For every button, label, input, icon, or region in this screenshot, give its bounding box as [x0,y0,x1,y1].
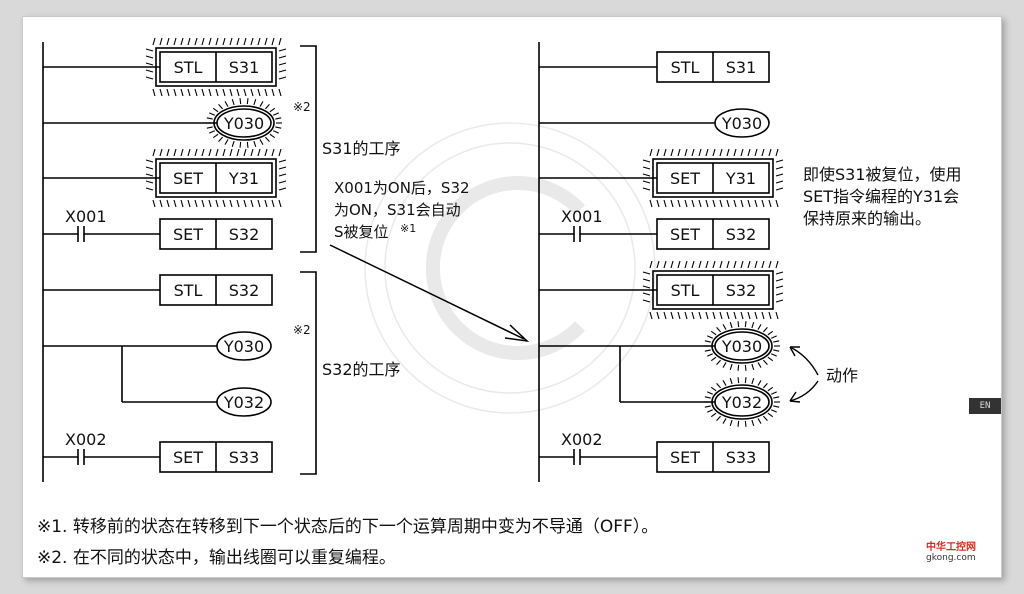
transition-arrow [329,244,530,343]
right-note-line1: 即使S31被复位，使用 [803,165,962,184]
highlight-rays [642,260,784,320]
instruction-name: SET [173,225,203,244]
arrow-annotation-line1: X001为ON后，S32 [334,179,470,197]
rung-6: Y030 [539,321,780,371]
instruction-name: STL [671,58,700,77]
rung-5: STL S32 [43,274,273,306]
output-coil [714,108,770,138]
rung-7: Y032 [121,346,272,417]
coil-label: Y030 [223,114,264,133]
coil-note: ※2 [293,323,311,337]
action-label: 动作 [826,366,858,385]
coil-label: Y030 [721,114,762,133]
contact-label: X002 [561,430,603,449]
rung-3: SET Y31 [539,148,784,208]
arrow-annotation-mark: ※1 [400,222,416,235]
rung-7: Y032 [619,346,780,427]
instruction-operand: Y31 [228,169,259,188]
instruction-operand: Y31 [725,169,756,188]
brace-s31-label: S31的工序 [322,139,401,158]
brace-s31 [300,45,317,253]
instruction-operand: S32 [726,225,757,244]
rung-2: Y030 [539,108,770,138]
box-outline [652,270,774,310]
output-coil [216,331,272,361]
arrow-annotation-line3: S被复位 [334,223,389,241]
instruction-name: STL [174,281,203,300]
box-outline [652,158,774,198]
coil-outline [711,384,773,420]
brace-s32 [300,271,317,475]
coil-outline [711,328,773,364]
footnote-2: ※2. 在不同的状态中，输出线圈可以重复编程。 [37,548,396,568]
instruction-name: STL [671,281,700,300]
coil-label: Y032 [223,393,264,412]
instruction-operand: S31 [726,58,757,77]
highlight-rays [145,37,287,97]
brand-domain: gkong.com [926,553,976,563]
highlight-rays [704,321,780,371]
highlight-rays [642,148,784,208]
rung-1: STL S31 [43,37,287,97]
contact-label: X001 [561,207,603,226]
instruction-operand: S32 [229,281,260,300]
coil-label: Y030 [721,337,762,356]
instruction-operand: S31 [229,58,260,77]
instruction-name: STL [174,58,203,77]
contact-label: X001 [65,207,107,226]
coil-label: Y030 [223,337,264,356]
rung-6: Y030 ※2 [43,323,311,361]
coil-label: Y032 [721,393,762,412]
right-note-line3: 保持原来的输出。 [803,209,931,228]
coil-outline [213,105,275,141]
instruction-operand: S32 [726,281,757,300]
instruction-name: SET [670,169,700,188]
box-outline [155,47,277,87]
rung-5: STL S32 [539,260,784,320]
box-outline [155,158,277,198]
instruction-operand: S33 [229,448,260,467]
output-coil [714,331,770,361]
highlight-rays [145,148,287,208]
instruction-operand: S33 [726,448,757,467]
instruction-name: SET [670,448,700,467]
instruction-name: SET [670,225,700,244]
brace-s32-label: S32的工序 [322,360,401,379]
arrow-annotation-line2: 为ON，S31会自动 [334,201,461,219]
rung-1: STL S31 [539,51,770,83]
instruction-name: SET [173,448,203,467]
rung-2: Y030 ※2 [43,98,311,148]
highlight-rays [704,377,780,427]
highlight-rays [206,98,282,148]
language-badge[interactable]: EN [969,398,1001,414]
output-coil [216,387,272,417]
instruction-name: SET [173,169,203,188]
right-note-line2: SET指令编程的Y31会 [803,187,959,206]
output-coil [216,108,272,138]
footnote-1: ※1. 转移前的状态在转移到下一个状态后的下一个运算周期中变为不导通（OFF）。 [37,517,659,537]
brand-logo: 中华工控网 gkong.com [926,538,976,563]
coil-note: ※2 [293,100,311,114]
brand-name: 中华工控网 [926,542,976,553]
rung-3: SET Y31 [43,148,287,208]
contact-label: X002 [65,430,107,449]
instruction-operand: S32 [229,225,260,244]
action-arrows [789,346,819,403]
copyright-watermark [364,122,656,414]
output-coil [714,387,770,417]
